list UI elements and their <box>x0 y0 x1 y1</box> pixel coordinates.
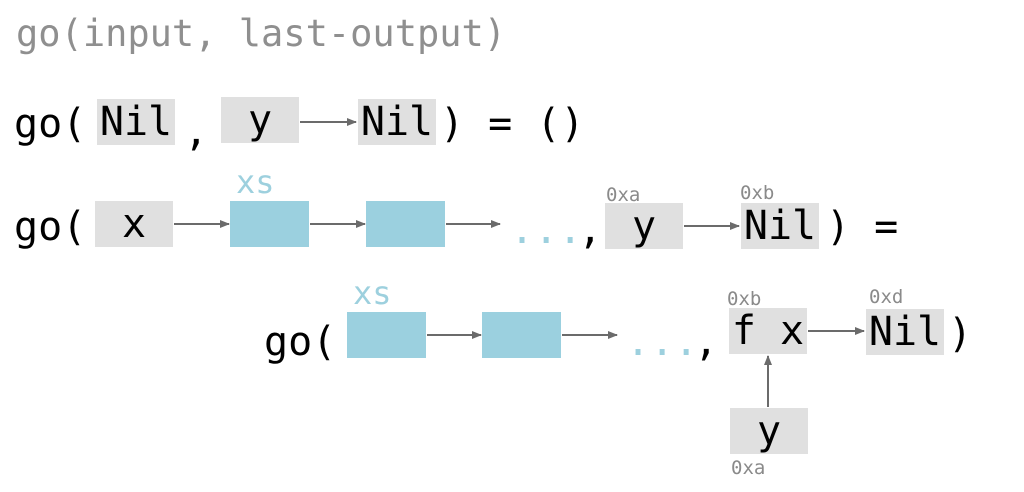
row3-close: ) <box>948 311 973 357</box>
row2-xs-label: xs <box>236 163 275 201</box>
row3-list-cell-2 <box>482 312 561 358</box>
row2-comma: , <box>578 207 603 253</box>
row2-list-cell-2 <box>366 201 445 247</box>
row2-y-box: y <box>605 203 683 249</box>
row3-address-b: 0xb <box>727 288 762 310</box>
row3-list-cell-1 <box>347 312 426 358</box>
row3-y-box: y <box>730 408 808 454</box>
row3-comma: , <box>694 319 719 365</box>
row3-go: go( <box>264 319 337 365</box>
row2-address-a: 0xa <box>606 184 641 206</box>
row2-address-b: 0xb <box>740 182 775 204</box>
row1-comma: , <box>184 109 209 155</box>
row2-list-cell-1 <box>230 201 309 247</box>
row1-nil-end: Nil <box>358 99 436 145</box>
row3-address-a: 0xa <box>731 457 766 479</box>
row3-ellipsis: ... <box>626 319 699 365</box>
row2-tail: ) = <box>826 204 899 250</box>
row1-result: ) = () <box>440 101 585 147</box>
header-title: go(input, last-output) <box>16 12 507 55</box>
row1-go: go( <box>14 101 87 147</box>
row2-x-box: x <box>95 201 173 247</box>
row1-y-box: y <box>221 97 299 143</box>
row2-nil-box: Nil <box>741 203 819 249</box>
row2-go: go( <box>14 204 87 250</box>
row2-ellipsis: ... <box>510 207 583 253</box>
row3-address-d: 0xd <box>869 286 904 308</box>
row1-nil-box: Nil <box>97 99 175 145</box>
row3-xs-label: xs <box>353 274 392 312</box>
row3-nil-box: Nil <box>866 309 944 355</box>
row3-fx-box: f x <box>729 308 807 354</box>
